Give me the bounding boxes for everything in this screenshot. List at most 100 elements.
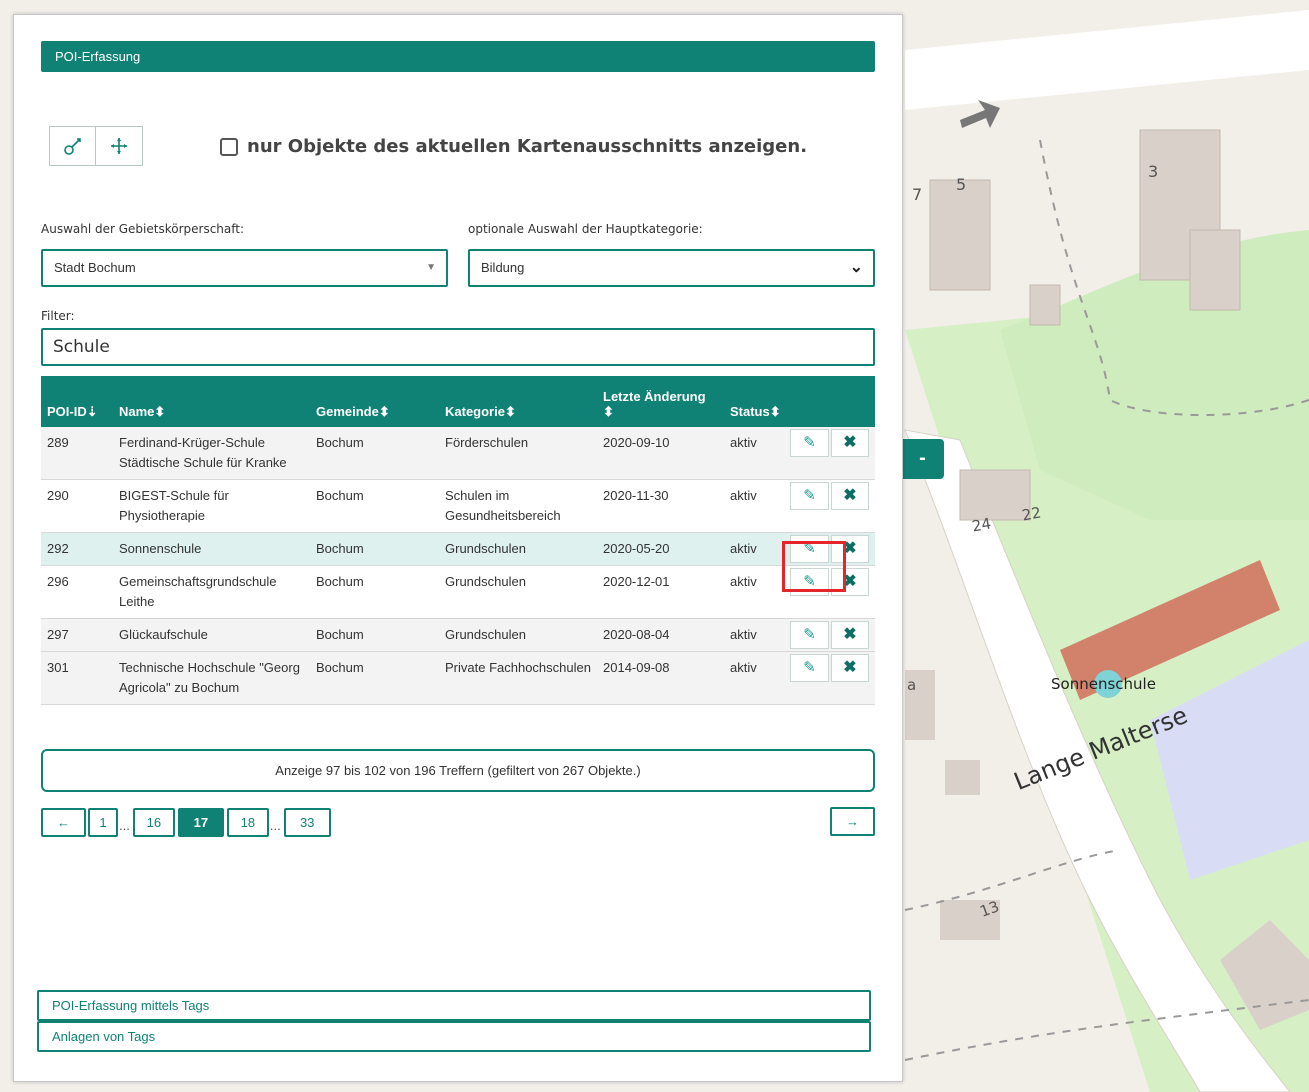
- house-number-3: 3: [1148, 162, 1159, 181]
- close-icon: ✖: [843, 540, 857, 557]
- cell-actions: ✎✖: [790, 427, 875, 480]
- cell-id: 297: [47, 627, 69, 642]
- panel-title: POI-Erfassung: [41, 41, 875, 72]
- category-label: optionale Auswahl der Hauptkategorie:: [468, 222, 703, 236]
- edit-button[interactable]: ✎: [790, 429, 829, 457]
- delete-button[interactable]: ✖: [831, 568, 869, 596]
- edit-button[interactable]: ✎: [790, 621, 829, 649]
- tool-group: [49, 126, 143, 168]
- prev-page-button[interactable]: ←: [41, 808, 86, 837]
- cell-datum: 2020-11-30: [603, 488, 669, 503]
- map-extent-checkbox-label[interactable]: nur Objekte des aktuellen Kartenausschni…: [247, 136, 808, 157]
- cell-name: Ferdinand-Krüger-Schule Städtische Schul…: [119, 435, 287, 470]
- move-arrows-icon: [111, 138, 127, 154]
- region-select-value: Stadt Bochum: [54, 260, 136, 275]
- cell-gemeinde: Bochum: [316, 660, 364, 675]
- poi-tags-link[interactable]: POI-Erfassung mittels Tags: [37, 990, 871, 1021]
- cell-id: 296: [47, 574, 69, 589]
- edit-icon: ✎: [803, 573, 816, 590]
- edit-button[interactable]: ✎: [790, 482, 829, 510]
- sort-asc-icon: ⇣: [86, 404, 98, 419]
- page-button[interactable]: 33: [283, 808, 331, 837]
- page-button[interactable]: 16: [132, 808, 175, 837]
- table-row: 301 Technische Hochschule "Georg Agricol…: [41, 651, 875, 705]
- cell-kategorie: Private Fachhochschulen: [445, 660, 591, 675]
- delete-button[interactable]: ✖: [831, 429, 869, 457]
- house-number-a: a: [907, 676, 917, 694]
- map-extent-checkbox[interactable]: [220, 137, 238, 156]
- house-number-7: 7: [912, 185, 923, 204]
- cell-gemeinde: Bochum: [316, 574, 364, 589]
- poi-panel: POI-Erfassung nur Objekte des aktuellen …: [13, 14, 903, 1082]
- region-select[interactable]: Stadt Bochum ▼: [41, 249, 448, 287]
- table-row-selected: 292 Sonnenschule Bochum Grundschulen 202…: [41, 532, 875, 566]
- close-icon: ✖: [843, 573, 857, 590]
- pagination-ellipsis: ...: [269, 818, 281, 833]
- table-row: 296 Gemeinschaftsgrundschule Leithe Boch…: [41, 565, 875, 619]
- col-actions: [790, 376, 875, 427]
- map-extent-checkbox-row: nur Objekte des aktuellen Kartenausschni…: [220, 136, 807, 157]
- cell-status: aktiv: [730, 574, 757, 589]
- delete-button[interactable]: ✖: [831, 654, 869, 682]
- next-page-button[interactable]: →: [830, 807, 875, 836]
- link-tool-button[interactable]: [49, 126, 96, 166]
- page-button[interactable]: 1: [88, 808, 118, 837]
- cell-datum: 2020-08-04: [603, 627, 670, 642]
- cell-gemeinde: Bochum: [316, 541, 364, 556]
- move-tool-button[interactable]: [96, 126, 143, 166]
- poi-table: POI-ID⇣ Name⬍ Gemeinde⬍ Kategorie⬍ Letzt…: [41, 376, 875, 705]
- col-kategorie[interactable]: Kategorie⬍: [445, 404, 516, 419]
- house-number-5: 5: [956, 175, 967, 194]
- cell-datum: 2020-09-10: [603, 435, 670, 450]
- edit-icon: ✎: [803, 434, 816, 451]
- cell-id: 301: [47, 660, 69, 675]
- pagination-ellipsis: ...: [119, 818, 130, 833]
- page-button-current[interactable]: 17: [177, 808, 224, 837]
- filter-label: Filter:: [41, 309, 75, 323]
- cell-datum: 2014-09-08: [603, 660, 670, 675]
- sort-icon: ⬍: [154, 404, 166, 419]
- cell-gemeinde: Bochum: [316, 488, 364, 503]
- sort-icon: ⬍: [378, 404, 390, 419]
- region-label: Auswahl der Gebietskörperschaft:: [41, 222, 245, 236]
- cell-name: Gemeinschaftsgrundschule Leithe: [119, 574, 277, 609]
- table-header-row: POI-ID⇣ Name⬍ Gemeinde⬍ Kategorie⬍ Letzt…: [41, 376, 875, 427]
- col-gemeinde[interactable]: Gemeinde⬍: [316, 404, 390, 419]
- delete-button[interactable]: ✖: [831, 482, 869, 510]
- sort-icon: ⬍: [603, 404, 614, 419]
- cell-gemeinde: Bochum: [316, 627, 364, 642]
- edit-button[interactable]: ✎: [790, 654, 829, 682]
- close-icon: ✖: [843, 487, 857, 504]
- cell-name: Technische Hochschule "Georg Agricola" z…: [119, 660, 300, 695]
- col-letzte-aenderung[interactable]: Letzte Änderung⬍: [603, 389, 706, 419]
- col-name[interactable]: Name⬍: [119, 404, 166, 419]
- chevron-down-icon: ⌄: [849, 259, 863, 276]
- sort-icon: ⬍: [504, 404, 516, 419]
- pagination: ← 1 ... 16 17 18 ... 33: [41, 807, 331, 837]
- poi-label-sonnenschule[interactable]: Sonnenschule: [1051, 675, 1156, 693]
- sort-icon: ⬍: [769, 404, 781, 419]
- tags-create-link[interactable]: Anlagen von Tags: [37, 1021, 871, 1052]
- col-poi-id[interactable]: POI-ID⇣: [47, 404, 98, 419]
- filter-input[interactable]: Schule: [41, 328, 875, 366]
- cell-actions: ✎✖: [790, 480, 875, 533]
- edit-icon: ✎: [803, 540, 816, 557]
- cell-status: aktiv: [730, 660, 757, 675]
- col-status[interactable]: Status⬍: [730, 404, 781, 419]
- page-button[interactable]: 18: [226, 808, 269, 837]
- cell-id: 292: [47, 541, 69, 556]
- cell-kategorie: Förderschulen: [445, 435, 529, 450]
- edit-icon: ✎: [803, 659, 816, 676]
- edit-button[interactable]: ✎: [790, 535, 829, 563]
- collapse-panel-button[interactable]: -: [901, 439, 944, 479]
- cell-actions: ✎✖: [790, 619, 875, 652]
- delete-button[interactable]: ✖: [831, 621, 869, 649]
- delete-button[interactable]: ✖: [831, 535, 869, 563]
- cell-gemeinde: Bochum: [316, 435, 364, 450]
- cell-datum: 2020-12-01: [603, 574, 670, 589]
- close-icon: ✖: [843, 434, 857, 451]
- cell-status: aktiv: [730, 541, 757, 556]
- category-select-value: Bildung: [481, 260, 525, 275]
- cell-id: 290: [47, 488, 69, 503]
- category-select[interactable]: Bildung ⌄: [468, 249, 875, 287]
